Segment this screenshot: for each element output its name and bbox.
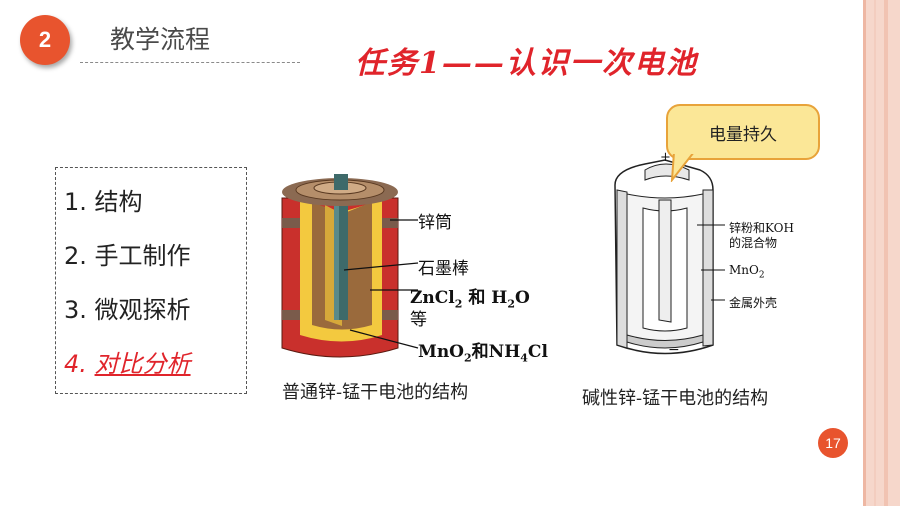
outline-item-structure: 1. 结构 [64,188,143,216]
label-plus: + [660,150,671,165]
outline-item-micro-analysis: 3. 微观探析 [64,296,191,324]
task-title: 任务1——认识一次电池 [355,46,698,81]
right-border-line [884,0,888,506]
label-part: Cl [527,342,548,362]
right-border-line [874,0,876,506]
outline-item-number: 4. [64,350,87,378]
label-subscript: 2 [454,297,463,311]
section-number-badge: 2 [20,15,70,65]
section-title: 教学流程 [110,25,211,54]
outline-item-comparison: 4. 对比分析 [64,344,191,379]
outline-item-label: 对比分析 [94,350,191,378]
label-zinc-can: 锌筒 [418,213,452,233]
label-part: MnO [418,342,464,362]
label-mno2-nh4cl: MnO2和NH4Cl [418,337,548,364]
label-mno2: MnO2 [729,263,765,280]
outline-box: 1. 结构 2. 手工制作 3. 微观探析 4. 对比分析 [55,167,247,394]
label-part: 和 H [462,288,508,308]
alkaline-battery-diagram [614,159,725,355]
label-zinc-koh: 锌粉和KOH [729,221,794,235]
label-part: MnO [729,263,759,277]
outline-item-handmade: 2. 手工制作 [64,242,191,270]
label-zncl2-h2o: ZnCl2 和 H2O [410,283,530,310]
callout-pointer [670,152,696,182]
title-divider [80,62,300,63]
label-part: O [514,288,530,308]
label-subscript: 2 [464,351,472,365]
right-border-stripe [866,0,900,506]
label-mixture: 的混合物 [729,236,778,250]
callout-long-lasting: 电量持久 [666,104,820,160]
caption-zinc-manganese: 普通锌-锰干电池的结构 [282,382,469,403]
right-border-line [863,0,866,506]
label-part: 和NH [471,342,521,362]
label-subscript: 2 [507,297,515,311]
label-subscript: 2 [758,270,765,281]
zinc-manganese-battery-diagram [281,174,419,358]
page-number-badge: 17 [818,428,848,458]
label-part: ZnCl [410,288,455,308]
caption-alkaline: 碱性锌-锰干电池的结构 [582,388,769,409]
label-etc: 等 [410,310,427,330]
label-minus: − [668,342,680,358]
label-subscript: 4 [520,351,528,365]
label-metal-shell: 金属外壳 [729,296,778,310]
label-graphite-rod: 石墨棒 [418,259,469,279]
